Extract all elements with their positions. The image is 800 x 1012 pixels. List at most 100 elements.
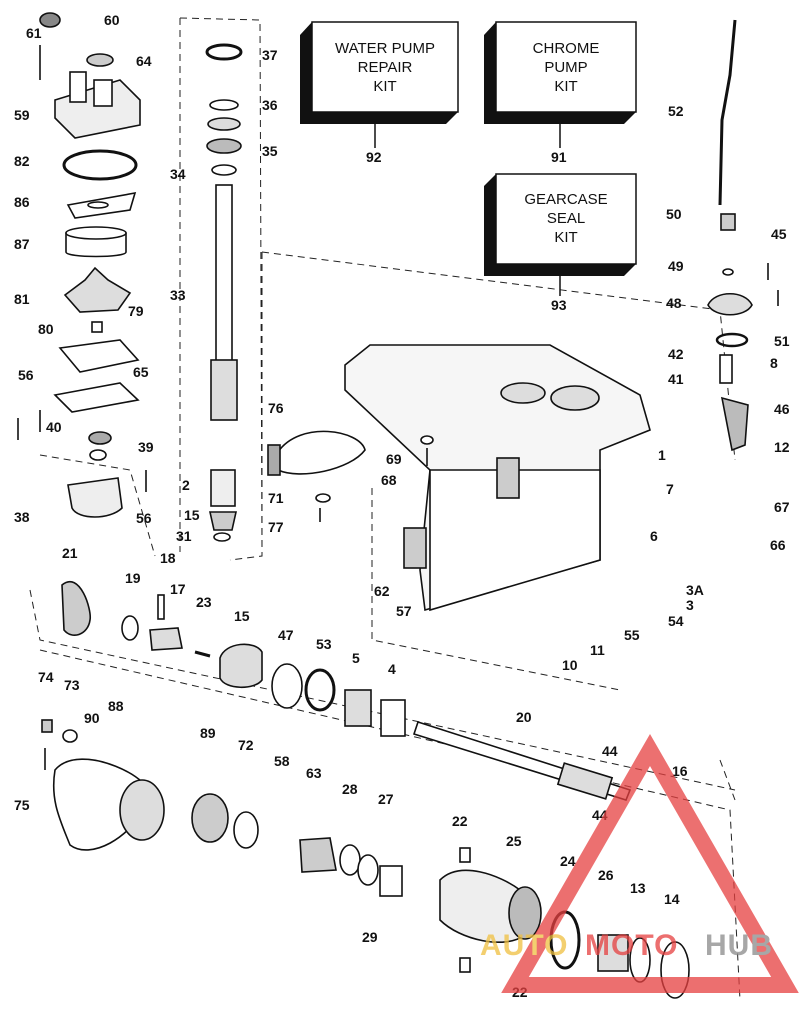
callout-62: 62 [374, 583, 390, 599]
callout-76: 76 [268, 400, 284, 416]
kit-boxes: WATER PUMP REPAIR KIT 92 CHROME PUMP KIT… [300, 21, 637, 313]
callout-10: 10 [562, 657, 578, 673]
callout-81: 81 [14, 291, 30, 307]
callout-79: 79 [128, 303, 144, 319]
callout-22: 22 [452, 813, 468, 829]
callout-2: 2 [182, 477, 190, 493]
callout-47: 47 [278, 627, 294, 643]
callout-25: 25 [506, 833, 522, 849]
callout-74: 74 [38, 669, 54, 685]
callout-80: 80 [38, 321, 54, 337]
callout-67: 67 [774, 499, 790, 515]
callout-51: 51 [774, 333, 790, 349]
watermark: AUTO MOTO HUB [480, 733, 799, 993]
callout-26: 26 [598, 867, 614, 883]
kit-box-water-pump-line-3: KIT [373, 78, 396, 95]
callout-39: 39 [138, 439, 154, 455]
kit-box-water-pump: WATER PUMP REPAIR KIT 92 [300, 21, 459, 165]
callout-60: 60 [104, 12, 120, 28]
callout-24: 24 [560, 853, 576, 869]
callout-52: 52 [668, 103, 684, 119]
callout-21: 21 [62, 545, 78, 561]
callout-5: 5 [352, 650, 360, 666]
callout-34: 34 [170, 166, 186, 182]
callout-77: 77 [268, 519, 284, 535]
callout-18: 18 [160, 550, 176, 566]
callout-15: 15 [234, 608, 250, 624]
callout-48: 48 [666, 295, 682, 311]
callout-41: 41 [668, 371, 684, 387]
callout-29: 29 [362, 929, 378, 945]
callout-1: 1 [658, 447, 666, 463]
callout-8: 8 [770, 355, 778, 371]
callout-73: 73 [64, 677, 80, 693]
kit-box-chrome-pump-line-3: KIT [554, 78, 577, 95]
callout-16: 16 [672, 763, 688, 779]
callout-35: 35 [262, 143, 278, 159]
callout-31: 31 [176, 528, 192, 544]
callout-53: 53 [316, 636, 332, 652]
callout-75: 75 [14, 797, 30, 813]
callout-13: 13 [630, 880, 646, 896]
callout-40: 40 [46, 419, 62, 435]
callout-50: 50 [666, 206, 682, 222]
callout-28: 28 [342, 781, 358, 797]
callout-36: 36 [262, 97, 278, 113]
callout-15: 15 [184, 507, 200, 523]
callout-54: 54 [668, 613, 684, 629]
callout-3A: 3A [686, 582, 704, 598]
parts-drawing [17, 12, 779, 999]
callout-90: 90 [84, 710, 100, 726]
callout-45: 45 [771, 226, 787, 242]
callout-61: 61 [26, 25, 42, 41]
callout-72: 72 [238, 737, 254, 753]
callout-59: 59 [14, 107, 30, 123]
kit-ref-92: 92 [366, 149, 382, 165]
callout-55: 55 [624, 627, 640, 643]
callout-12: 12 [774, 439, 790, 455]
callout-86: 86 [14, 194, 30, 210]
callout-88: 88 [108, 698, 124, 714]
callout-38: 38 [14, 509, 30, 525]
callout-56: 56 [136, 510, 152, 526]
callout-27: 27 [378, 791, 394, 807]
callout-6: 6 [650, 528, 658, 544]
kit-box-gearcase-seal-line-3: KIT [554, 229, 577, 246]
watermark-part-1: AUTO [480, 929, 568, 962]
callout-3: 3 [686, 597, 694, 613]
callout-68: 68 [381, 472, 397, 488]
kit-box-water-pump-line-1: WATER PUMP [335, 40, 435, 57]
callout-71: 71 [268, 490, 284, 506]
watermark-part-3: HUB [705, 929, 773, 962]
callout-49: 49 [668, 258, 684, 274]
callout-82: 82 [14, 153, 30, 169]
callout-64: 64 [136, 53, 152, 69]
callout-58: 58 [274, 753, 290, 769]
callout-63: 63 [306, 765, 322, 781]
watermark-part-2: MOTO [585, 929, 678, 962]
callout-37: 37 [262, 47, 278, 63]
callout-42: 42 [668, 346, 684, 362]
kit-ref-91: 91 [551, 149, 567, 165]
watermark-triangle-icon [501, 733, 799, 993]
callout-57: 57 [396, 603, 412, 619]
callout-65: 65 [133, 364, 149, 380]
callout-7: 7 [666, 481, 674, 497]
kit-box-chrome-pump: CHROME PUMP KIT 91 [484, 21, 637, 165]
kit-ref-93: 93 [551, 297, 567, 313]
callout-23: 23 [196, 594, 212, 610]
kit-box-gearcase-seal: GEARCASE SEAL KIT 93 [484, 173, 637, 313]
callout-4: 4 [388, 661, 396, 677]
callout-46: 46 [774, 401, 790, 417]
kit-box-gearcase-seal-line-1: GEARCASE [524, 191, 607, 208]
kit-box-water-pump-line-2: REPAIR [358, 59, 413, 76]
kit-box-chrome-pump-line-1: CHROME [533, 40, 600, 57]
callout-89: 89 [200, 725, 216, 741]
callout-56: 56 [18, 367, 34, 383]
callout-33: 33 [170, 287, 186, 303]
kit-box-chrome-pump-line-2: PUMP [544, 59, 587, 76]
callout-44: 44 [602, 743, 618, 759]
callout-17: 17 [170, 581, 186, 597]
